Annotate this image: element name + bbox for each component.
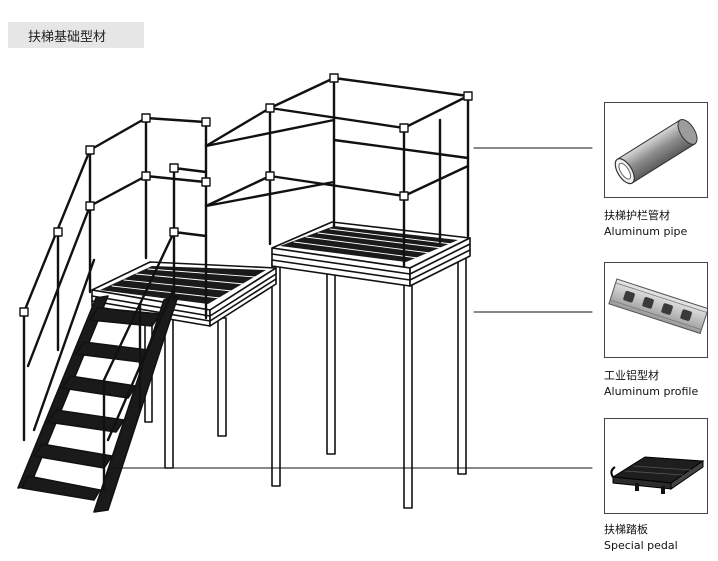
aluminum-profile-label-zh: 工业铝型材 — [604, 369, 659, 382]
upper-platform-legs — [271, 247, 467, 509]
special-pedal-caption: 扶梯踏板 Special pedal — [604, 522, 678, 554]
special-pedal-panel — [604, 418, 708, 514]
aluminum-pipe-label-zh: 扶梯护栏管材 — [604, 209, 670, 222]
aluminum-pipe-caption: 扶梯护栏管材 Aluminum pipe — [604, 208, 687, 240]
callout-lines — [109, 147, 593, 469]
special-pedal-label-en: Special pedal — [604, 539, 678, 552]
aluminum-profile-icon — [608, 278, 707, 335]
special-pedal-icon — [610, 456, 705, 494]
upper-platform-deck — [271, 221, 471, 287]
special-pedal-label-zh: 扶梯踏板 — [604, 523, 648, 536]
rail-connectors — [19, 73, 473, 317]
aluminum-pipe-icon — [614, 118, 698, 185]
aluminum-pipe-panel — [604, 102, 708, 198]
page-title: 扶梯基础型材 — [28, 29, 107, 45]
aluminum-profile-panel — [604, 262, 708, 358]
stair-handrail-front — [102, 120, 208, 492]
lower-platform-deck — [91, 261, 277, 327]
aluminum-profile-label-en: Aluminum profile — [604, 385, 699, 398]
stair-handrail-back — [22, 116, 207, 442]
aluminum-profile-caption: 工业铝型材 Aluminum profile — [604, 368, 698, 400]
page-title-box: 扶梯基础型材 — [8, 22, 144, 48]
stair-treads — [21, 307, 161, 501]
aluminum-pipe-label-en: Aluminum pipe — [604, 225, 688, 238]
